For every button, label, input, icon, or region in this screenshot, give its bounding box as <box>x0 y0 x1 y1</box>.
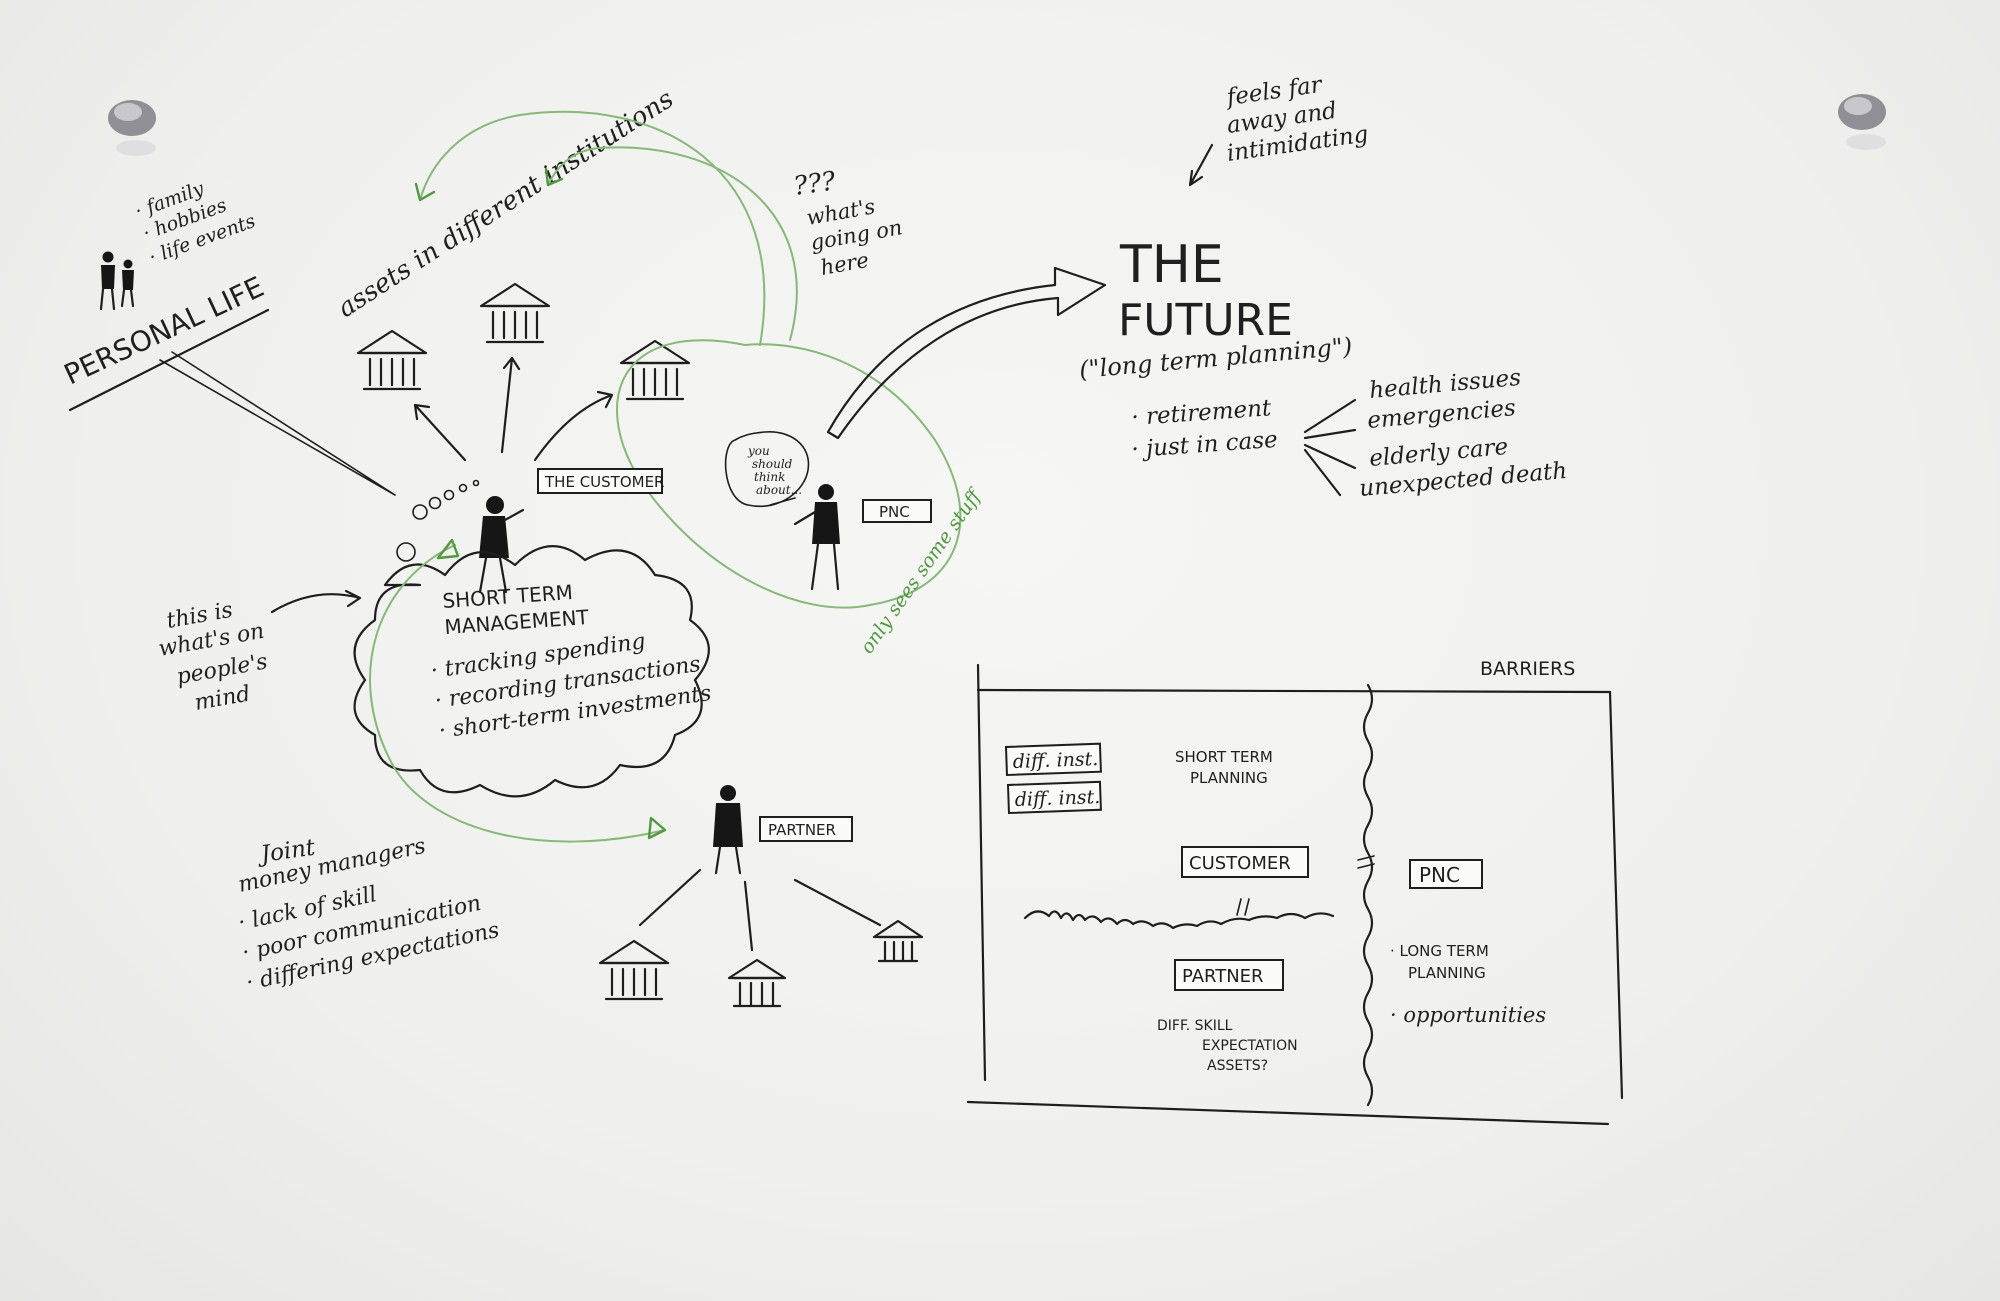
barriers-partner-note-1: DIFF. SKILL <box>1157 1018 1233 1034</box>
future-title-the: THE <box>1119 235 1224 295</box>
customer-thought-bubbles <box>396 479 480 562</box>
barrier-tick-vertical <box>1357 855 1375 869</box>
mind-note-line-4: mind <box>193 682 253 716</box>
barriers-short-term-2: PLANNING <box>1190 769 1268 787</box>
green-loop-outer <box>419 110 766 346</box>
barriers-long-term-2: PLANNING <box>1408 964 1486 982</box>
mind-note-arrow <box>270 589 362 614</box>
barriers-partner-tag: PARTNER <box>1182 966 1264 987</box>
pnc-speech-line-1: you <box>747 444 770 458</box>
bank-icon <box>479 282 551 344</box>
green-arc-to-partner <box>369 544 666 843</box>
question-marks: ??? <box>792 166 839 202</box>
pnc-lens-outline <box>616 339 962 609</box>
barriers-partner-note-3: ASSETS? <box>1207 1058 1268 1074</box>
future-title-future: FUTURE <box>1118 295 1293 346</box>
question-line-3: here <box>819 248 871 280</box>
diff-inst-box-1 <box>1004 742 1102 777</box>
personal-life-pointer <box>159 351 396 496</box>
green-loop-inner <box>547 146 798 341</box>
barriers-long-term-1: · LONG TERM <box>1390 942 1489 960</box>
barriers-customer-tag: CUSTOMER <box>1189 853 1291 874</box>
pnc-speech-bubble <box>724 431 810 508</box>
barrier-horizontal-wavy <box>1023 910 1335 930</box>
partner-tag-box <box>759 816 853 842</box>
left-pin-icon <box>108 100 156 156</box>
bank-icon <box>727 958 787 1008</box>
barriers-short-term-1: SHORT TERM <box>1175 748 1273 766</box>
barriers-bottom-edge <box>966 1100 1610 1126</box>
diff-inst-tag-1: diff. inst. <box>1012 748 1098 773</box>
barriers-top-edge <box>976 688 1612 694</box>
diff-inst-box-2 <box>1006 780 1102 815</box>
partner-figure-icon <box>713 785 743 875</box>
customer-tag-box <box>537 468 663 494</box>
arrow-to-bank-3 <box>533 390 614 462</box>
customer-figure-icon <box>478 496 525 594</box>
barriers-partner-note-2: EXPECTATION <box>1202 1038 1298 1054</box>
green-arrowhead-customer <box>436 538 460 560</box>
barrier-tick-horizontal <box>1236 898 1250 916</box>
future-big-arrow <box>826 266 1107 440</box>
short-term-cloud <box>353 545 710 798</box>
right-pin-icon <box>1838 94 1886 150</box>
partner-tag: PARTNER <box>768 821 836 839</box>
customer-tag: THE CUSTOMER <box>544 473 664 491</box>
bank-icon <box>598 939 670 1001</box>
bank-icon <box>619 339 691 401</box>
barriers-pnc-box <box>1409 859 1483 889</box>
barriers-left-edge <box>976 663 987 1082</box>
personal-life-label: PERSONAL LIFE <box>59 270 269 391</box>
bank-icon <box>872 919 924 963</box>
future-item-retirement: · retirement <box>1131 395 1273 431</box>
barriers-partner-box <box>1174 959 1284 991</box>
barriers-right-edge <box>1608 690 1624 1100</box>
partner-bank-lines <box>638 868 882 952</box>
arrow-to-bank-2 <box>500 356 521 454</box>
bank-icon <box>356 329 428 391</box>
pnc-tag: PNC <box>879 503 910 521</box>
just-in-case-branches <box>1303 398 1357 497</box>
barriers-customer-box <box>1181 846 1309 878</box>
pnc-tag-box <box>862 499 932 523</box>
future-note-arrow <box>1188 143 1214 187</box>
pnc-speech-line-3: think <box>754 470 785 484</box>
personal-life-figures-icon <box>99 251 135 311</box>
pnc-figure-icon <box>793 484 840 591</box>
pnc-speech-line-4: about... <box>756 483 802 497</box>
barriers-pnc-tag: PNC <box>1419 863 1460 887</box>
barriers-title: BARRIERS <box>1480 658 1575 680</box>
personal-life-underline <box>68 308 270 412</box>
arrow-to-bank-1 <box>413 403 467 462</box>
barriers-opportunities: · opportunities <box>1390 1003 1546 1027</box>
future-item-just-in-case: · just in case <box>1131 427 1279 463</box>
diff-inst-tag-2: diff. inst. <box>1014 786 1100 811</box>
pnc-speech-line-2: should <box>752 457 793 471</box>
green-arrowhead-partner <box>647 816 667 840</box>
barrier-vertical-wavy <box>1362 683 1374 1107</box>
